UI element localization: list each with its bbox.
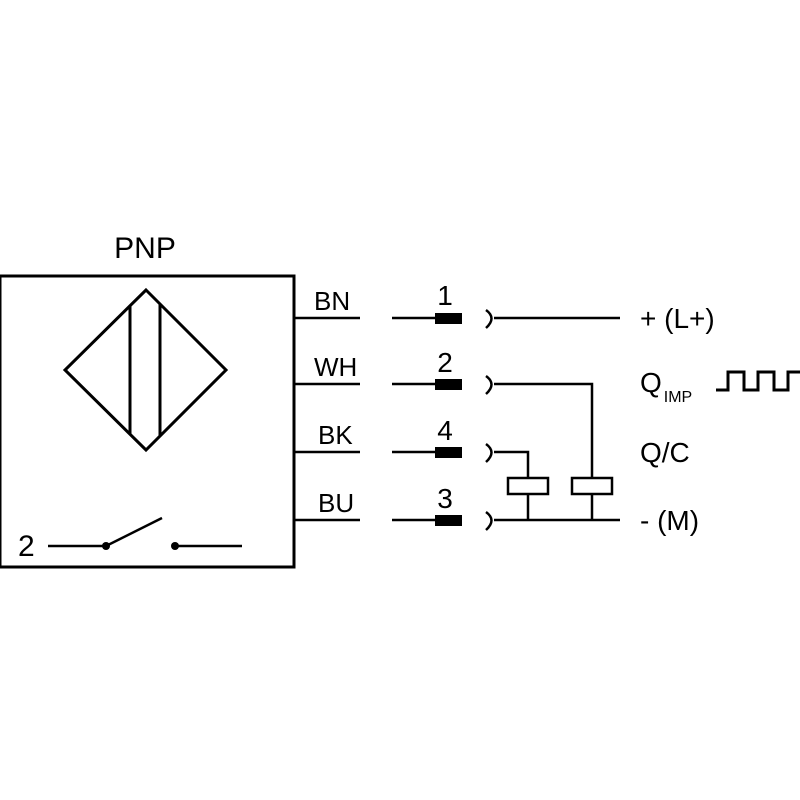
wire-row-bk: BK 4 Q/C	[294, 415, 690, 478]
pin-contact	[435, 515, 462, 526]
wire-row-bn: BN 1 + (L+)	[294, 280, 715, 334]
wire-color-code: BK	[318, 420, 353, 450]
wire-function-label: + (L+)	[640, 303, 715, 334]
capacitive-sensor-diamond-icon	[62, 287, 229, 453]
sensor-housing	[0, 274, 296, 569]
load-relay-icon	[570, 476, 614, 520]
pin-number: 4	[437, 415, 453, 446]
pin-contact	[435, 379, 462, 390]
wire-color-code: WH	[314, 352, 357, 382]
normally-open-switch-icon	[48, 516, 242, 550]
pin-number: 2	[437, 347, 453, 378]
pin-number: 3	[437, 483, 453, 514]
pin-contact	[435, 313, 462, 324]
wire-function-subscript: IMP	[664, 389, 692, 406]
pin-number: 1	[437, 280, 453, 311]
wire-function-label: Q/C	[640, 437, 690, 468]
output-type-label: PNP	[114, 232, 176, 265]
wire-color-code: BN	[314, 286, 350, 316]
load-relay-icon	[506, 476, 550, 520]
wire-function-label: - (M)	[640, 505, 699, 536]
pulse-train-icon	[716, 370, 800, 392]
pin-contact	[435, 447, 462, 458]
switch-contact-label: 2	[18, 530, 35, 563]
wire-color-code: BU	[318, 488, 354, 518]
wire-row-bu: BU 3 - (M)	[294, 483, 699, 536]
